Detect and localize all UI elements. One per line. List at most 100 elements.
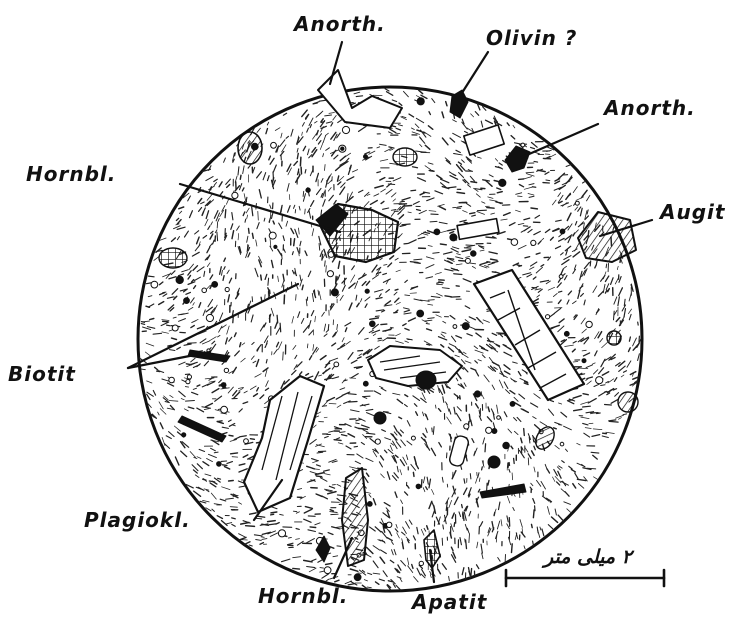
groundmass-grain <box>221 406 228 413</box>
groundmass-dash <box>443 525 444 529</box>
groundmass-dash <box>605 405 612 406</box>
groundmass-dash <box>485 444 486 452</box>
groundmass-dash <box>497 333 505 334</box>
groundmass-grain <box>342 126 349 133</box>
groundmass-grain <box>169 377 175 383</box>
groundmass-dash <box>271 512 277 513</box>
groundmass-dash <box>303 191 304 196</box>
groundmass-dash <box>268 278 269 285</box>
groundmass-dash <box>454 523 455 527</box>
groundmass-grain <box>187 375 191 379</box>
groundmass-dash <box>512 544 513 553</box>
groundmass-grain <box>417 310 424 317</box>
groundmass-dash <box>466 245 474 246</box>
groundmass-dash <box>354 446 357 447</box>
scale-bar-label: ۲ میلی متر <box>544 546 632 568</box>
groundmass-dash <box>305 209 306 214</box>
groundmass-dash <box>428 300 434 301</box>
groundmass-dash <box>487 262 490 263</box>
groundmass-dash <box>573 362 578 363</box>
groundmass-grain <box>363 381 368 386</box>
groundmass-grain <box>419 561 423 565</box>
grain-8 <box>488 456 500 468</box>
groundmass-grain <box>176 276 183 283</box>
groundmass-dash <box>402 224 410 225</box>
groundmass-grain <box>521 143 525 147</box>
groundmass-dash <box>469 414 470 421</box>
groundmass-grain <box>586 321 592 327</box>
groundmass-dash <box>601 385 605 386</box>
groundmass-dash <box>229 481 234 482</box>
groundmass-grain <box>271 142 277 148</box>
groundmass-dash <box>217 232 218 241</box>
groundmass-dash <box>531 208 537 209</box>
groundmass-dash <box>293 568 300 569</box>
groundmass-dash <box>186 401 195 402</box>
groundmass-dash <box>580 368 588 369</box>
grain-3 <box>159 248 187 268</box>
groundmass-dash <box>421 480 422 488</box>
groundmass-dash <box>454 274 462 275</box>
groundmass-dash <box>307 344 308 348</box>
groundmass-dash <box>334 440 341 441</box>
groundmass-grain <box>575 201 579 205</box>
groundmass-dash <box>532 524 533 527</box>
groundmass-grain <box>327 271 333 277</box>
groundmass-dash <box>337 546 341 547</box>
groundmass-dash <box>426 324 429 325</box>
groundmass-dash <box>258 211 259 220</box>
groundmass-dash <box>487 483 488 491</box>
groundmass-dash <box>289 195 290 200</box>
groundmass-dash <box>396 133 400 134</box>
groundmass-dash <box>583 406 591 407</box>
groundmass-dash <box>277 315 278 323</box>
groundmass-dash <box>188 343 197 344</box>
groundmass-grain <box>341 147 344 150</box>
groundmass-dash <box>261 275 262 280</box>
groundmass-dash <box>481 392 482 396</box>
groundmass-dash <box>464 222 467 223</box>
groundmass-dash <box>521 447 522 453</box>
groundmass-dash <box>451 297 460 298</box>
groundmass-dash <box>430 221 437 222</box>
groundmass-dash <box>606 264 607 268</box>
groundmass-grain <box>324 567 331 574</box>
groundmass-dash <box>554 428 557 429</box>
groundmass-dash <box>433 253 439 254</box>
groundmass-dash <box>324 417 327 418</box>
groundmass-dash <box>610 421 619 422</box>
groundmass-grain <box>560 442 564 446</box>
groundmass-grain <box>464 424 469 429</box>
groundmass-dash <box>299 252 300 256</box>
groundmass-dash <box>494 181 498 182</box>
groundmass-dash <box>478 210 487 211</box>
groundmass-dash <box>320 568 324 569</box>
groundmass-grain <box>546 315 550 319</box>
label-plagiokl: Plagiokl. <box>84 508 191 532</box>
groundmass-dash <box>232 518 236 519</box>
grain-2 <box>393 148 417 166</box>
groundmass-dash <box>240 343 241 347</box>
groundmass-dash <box>464 479 465 483</box>
groundmass-dash <box>463 514 464 519</box>
groundmass-dash <box>388 184 394 185</box>
groundmass-grain <box>596 377 603 384</box>
groundmass-dash <box>414 262 420 263</box>
groundmass-grain <box>225 287 229 291</box>
groundmass-dash <box>261 537 264 538</box>
groundmass-grain <box>560 229 565 234</box>
groundmass-grain <box>486 427 492 433</box>
label-anorth-right: Anorth. <box>604 96 696 120</box>
groundmass-dash <box>469 534 470 543</box>
groundmass-dash <box>534 161 538 162</box>
groundmass-dash <box>229 435 233 436</box>
groundmass-dash <box>328 325 329 331</box>
label-apatit: Apatit <box>412 590 487 614</box>
groundmass-dash <box>185 387 188 388</box>
groundmass-grain <box>531 240 536 245</box>
grain-4 <box>607 331 621 345</box>
groundmass-dash <box>235 153 236 156</box>
groundmass-grain <box>334 362 339 367</box>
groundmass-dash <box>524 429 525 436</box>
groundmass-grain <box>365 289 369 293</box>
